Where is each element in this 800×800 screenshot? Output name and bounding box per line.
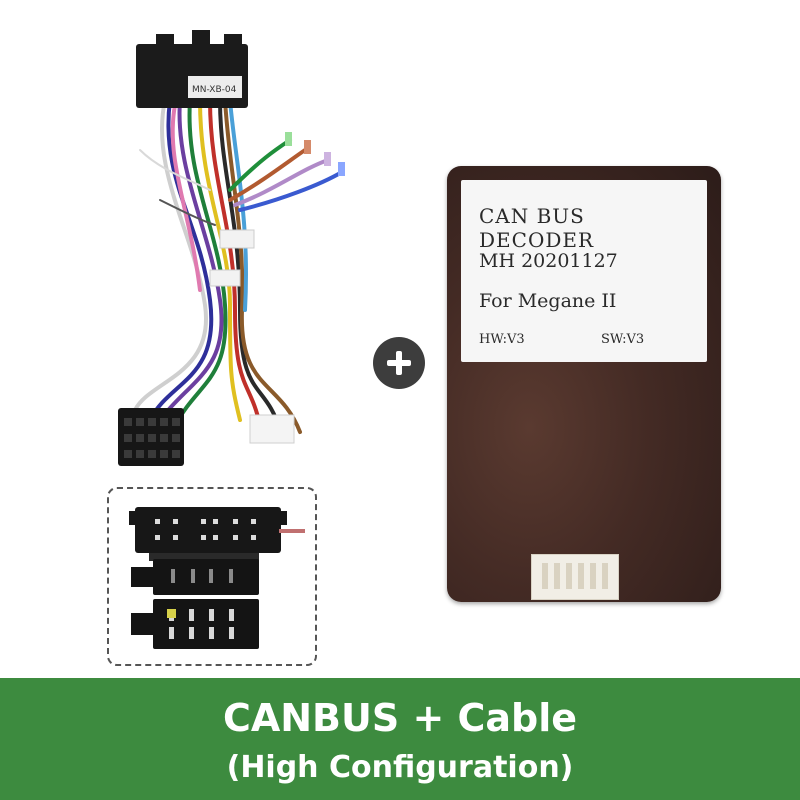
decoder-port (531, 554, 619, 600)
connector-tag: MN-XB-04 (192, 85, 237, 95)
decoder-hw-version: HW:V3 (479, 332, 525, 347)
wiring-harness: MN-XB-04 (80, 20, 380, 480)
decoder-label: CAN BUS DECODER MH 20201127 For Megane I… (461, 180, 707, 362)
decoder-serial: MH 20201127 (479, 250, 618, 272)
banner-title: CANBUS + Cable (222, 696, 578, 740)
banner-subtitle: (High Configuration) (226, 750, 574, 785)
decoder-sw-version: SW:V3 (601, 332, 645, 347)
decoder-title: CAN BUS DECODER (479, 204, 595, 252)
iso-connector-inset (107, 487, 317, 666)
plus-icon (373, 337, 425, 389)
decoder-model: For Megane II (479, 290, 617, 312)
product-banner: CANBUS + Cable (High Configuration) (0, 678, 800, 800)
canbus-decoder: CAN BUS DECODER MH 20201127 For Megane I… (447, 166, 721, 602)
